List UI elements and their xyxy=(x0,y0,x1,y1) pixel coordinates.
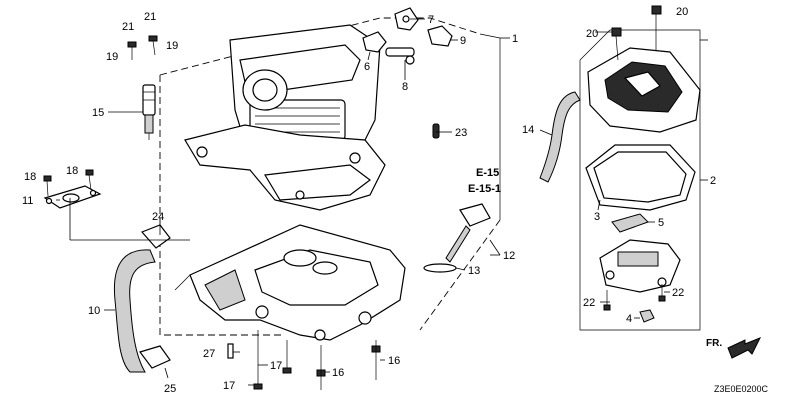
callout-20-left: 20 xyxy=(586,28,598,40)
gasket-3 xyxy=(585,144,696,211)
callout-17-mid: 17 xyxy=(270,360,282,372)
bolt-16-right xyxy=(371,340,381,380)
spark-plug-15 xyxy=(142,84,156,140)
hose-14 xyxy=(539,91,581,183)
reference-e15-1: E-15-1 xyxy=(468,183,501,195)
callout-17-left: 17 xyxy=(223,380,235,392)
reference-e15: E-15 xyxy=(476,167,499,179)
callout-25: 25 xyxy=(164,383,176,395)
leader-lines xyxy=(56,18,708,386)
bolt-17-left xyxy=(253,330,263,390)
o-ring-13 xyxy=(423,263,457,273)
callout-2: 2 xyxy=(710,175,716,187)
callout-1: 1 xyxy=(512,33,518,45)
callout-15: 15 xyxy=(92,107,104,119)
breather-valve-assembly xyxy=(599,239,681,293)
callout-12: 12 xyxy=(503,250,515,262)
callout-18-left: 18 xyxy=(24,171,36,183)
callout-4: 4 xyxy=(626,313,632,325)
screw-22-right xyxy=(658,284,666,302)
breather-tube-10 xyxy=(113,224,171,373)
plate-11 xyxy=(43,185,102,209)
callout-13: 13 xyxy=(468,265,480,277)
nut-21-left xyxy=(127,41,137,60)
callout-22-right: 22 xyxy=(672,287,684,299)
callout-22-left: 22 xyxy=(583,297,595,309)
seal-23 xyxy=(432,123,440,139)
bolt-17-mid xyxy=(282,340,292,374)
nut-21-right xyxy=(148,35,158,56)
callout-14: 14 xyxy=(522,124,534,136)
callout-labels: 1 2 3 4 5 6 7 8 9 10 11 12 13 14 15 16 1… xyxy=(22,6,716,395)
callout-7: 7 xyxy=(428,14,434,26)
callout-8: 8 xyxy=(402,81,408,93)
callout-27: 27 xyxy=(203,348,215,360)
screw-22-left xyxy=(603,290,611,311)
crankcase-assembly xyxy=(174,224,406,341)
callout-11: 11 xyxy=(22,195,33,207)
front-direction-label: FR. xyxy=(706,338,722,349)
cylinder-block-assembly xyxy=(184,24,386,211)
rocker-bracket-7 xyxy=(394,7,419,31)
rocker-9 xyxy=(427,25,453,47)
rocker-arm-8 xyxy=(385,47,415,65)
callout-24: 24 xyxy=(152,211,164,223)
callout-16-mid: 16 xyxy=(332,367,344,379)
callout-3: 3 xyxy=(594,211,600,223)
callout-16-right: 16 xyxy=(388,355,400,367)
callout-20-top: 20 xyxy=(676,6,688,18)
callout-10: 10 xyxy=(88,305,100,317)
diagram-code: Z3E0E0200C xyxy=(714,384,769,394)
oil-filler-cap-12 xyxy=(445,203,491,263)
callout-23: 23 xyxy=(455,127,467,139)
callout-21-right: 21 xyxy=(144,11,156,23)
callout-6: 6 xyxy=(364,61,370,73)
callout-19-left: 19 xyxy=(106,51,118,63)
callout-19-right: 19 xyxy=(166,40,178,52)
front-direction-arrow xyxy=(727,337,762,359)
callout-9: 9 xyxy=(460,35,466,47)
bolt-16-mid xyxy=(316,345,326,390)
head-cover-assembly xyxy=(587,47,701,133)
nut-4 xyxy=(639,309,655,323)
callout-18-right: 18 xyxy=(66,165,78,177)
bolt-18-left xyxy=(43,175,52,197)
callout-21-left: 21 xyxy=(122,21,134,33)
bolt-20-top xyxy=(651,5,662,50)
pad-5 xyxy=(611,213,649,233)
bolt-18-right xyxy=(85,169,94,191)
callout-5: 5 xyxy=(658,217,664,229)
pin-27 xyxy=(227,343,234,359)
rocker-6 xyxy=(362,31,387,53)
cross-references: E-15 E-15-1 xyxy=(468,167,501,195)
